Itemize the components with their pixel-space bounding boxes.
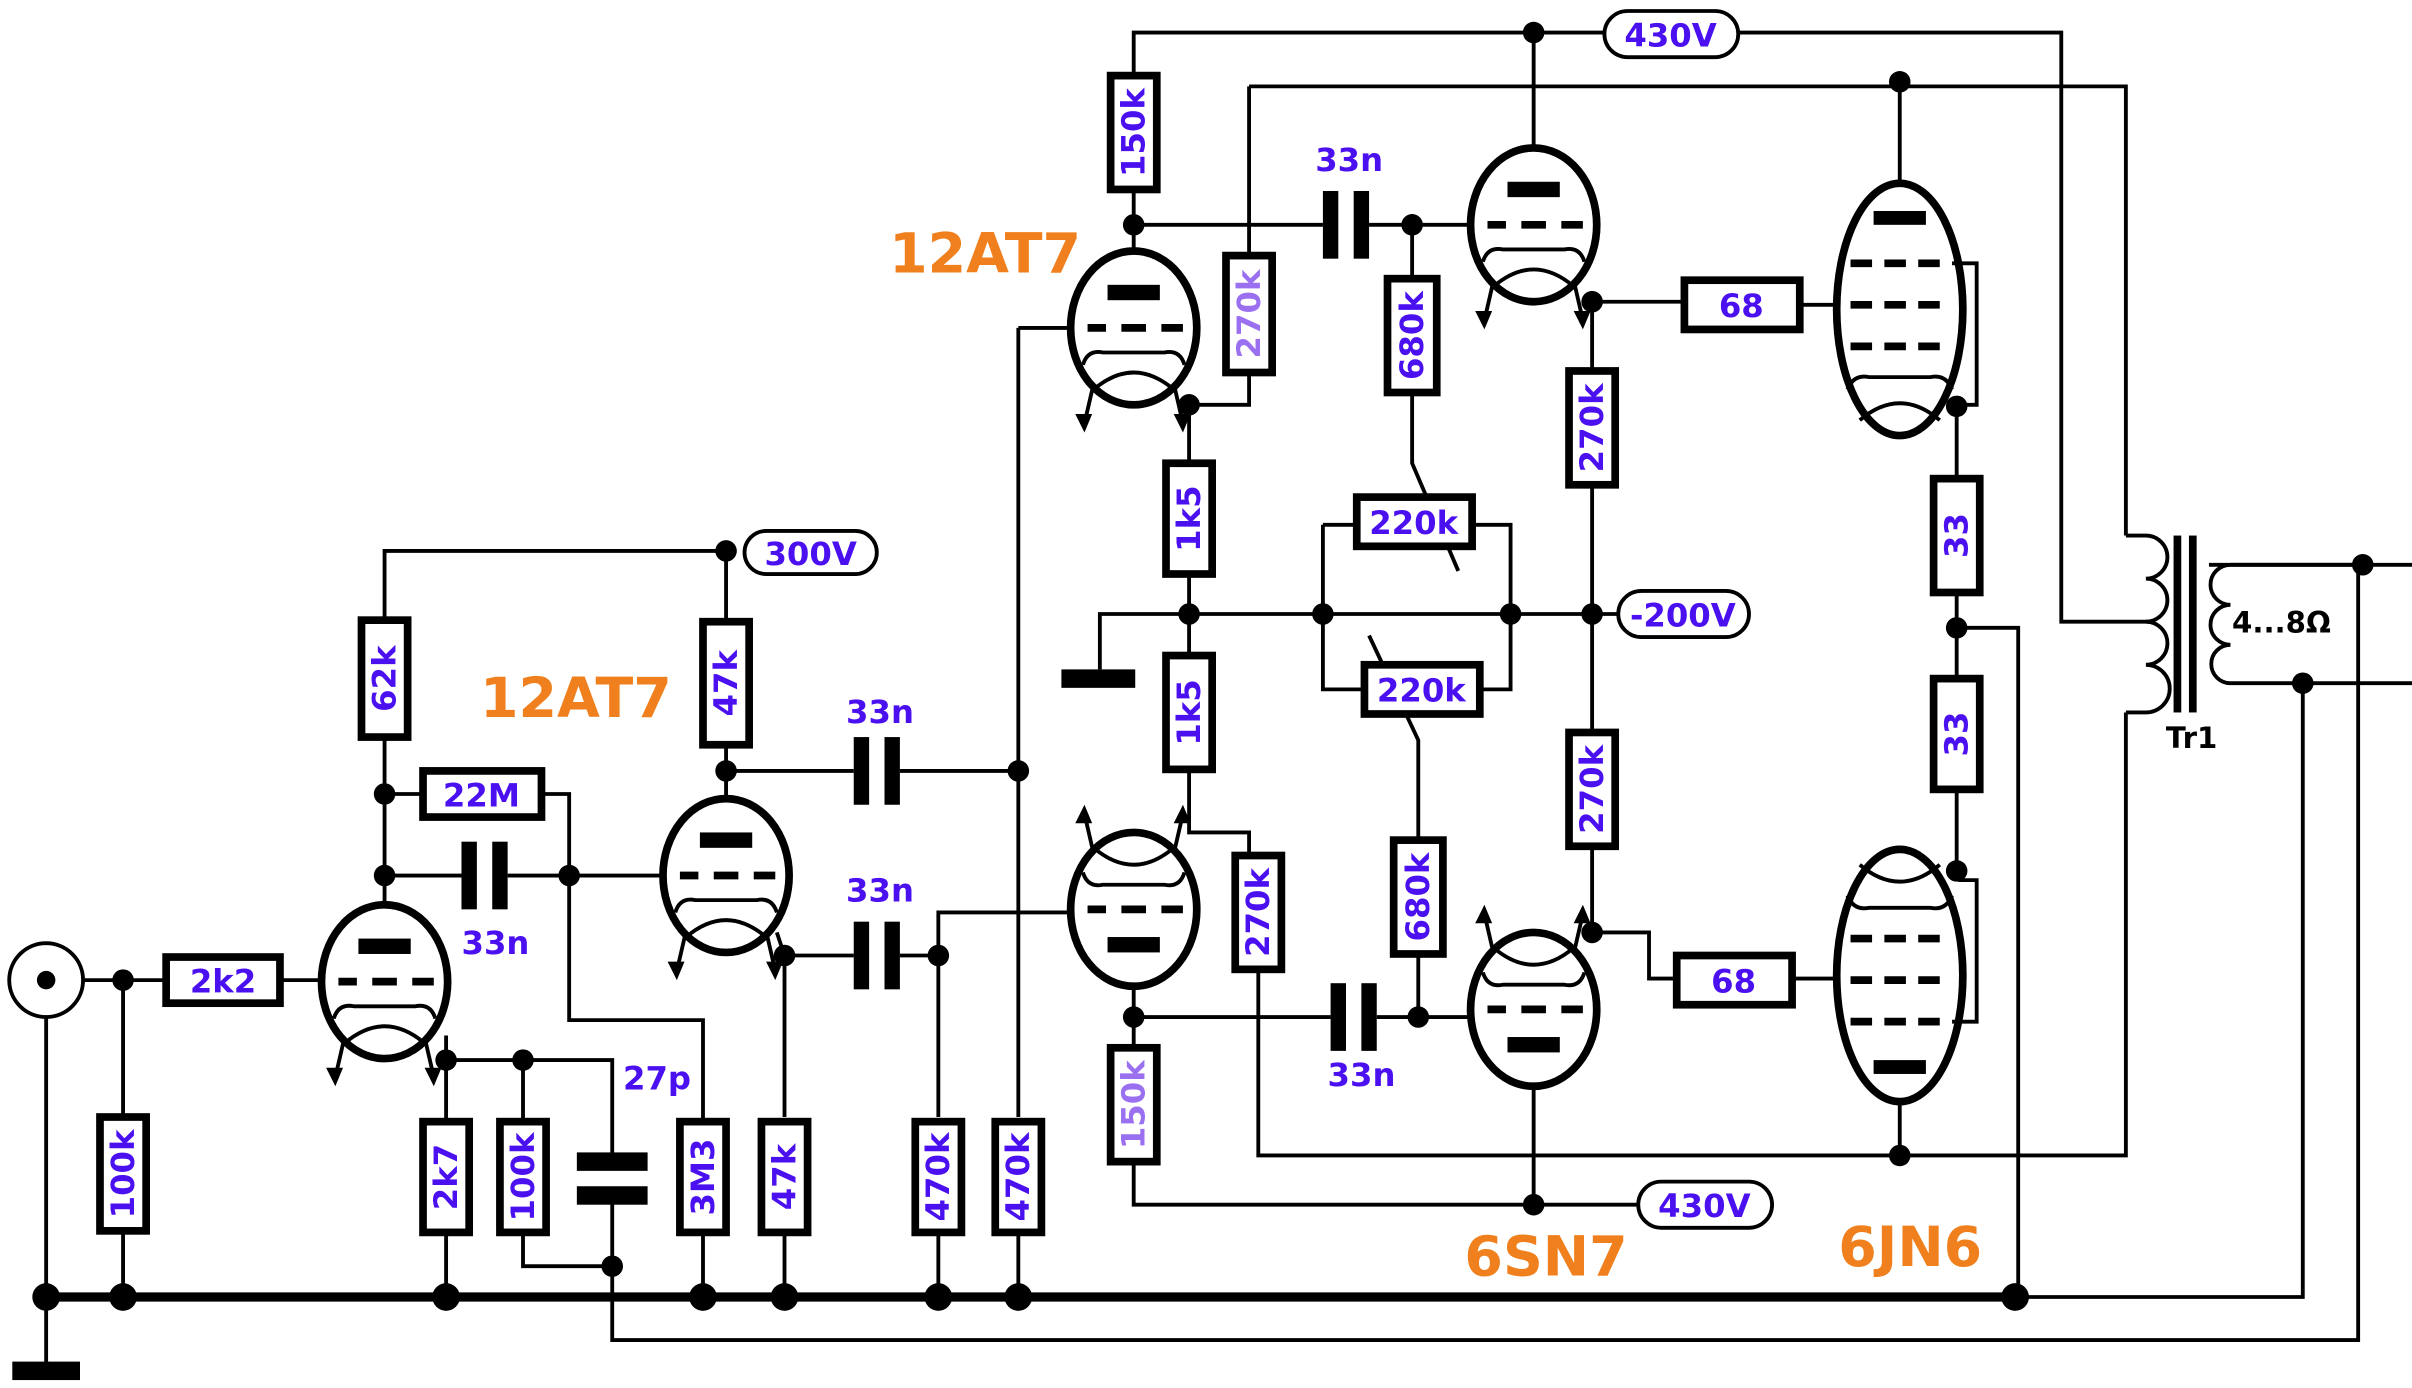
supply-300v: 300V xyxy=(742,529,879,576)
svg-text:430V: 430V xyxy=(1658,1187,1750,1225)
resistor-150k-top: 150k xyxy=(1106,71,1161,194)
svg-text:270k: 270k xyxy=(1230,268,1268,358)
resistor-100k-input: 100k xyxy=(96,1113,150,1235)
capacitor-33n-input: 33n xyxy=(461,841,529,962)
capacitor-27p: 27p xyxy=(576,1059,691,1205)
svg-text:1k5: 1k5 xyxy=(1170,485,1208,551)
capacitor-33n-upper-coupling: 33n xyxy=(846,693,914,805)
resistor-47k-cathode: 47k xyxy=(757,1117,812,1237)
resistor-220k-upper: 220k xyxy=(1352,493,1476,551)
resistor-62k: 62k xyxy=(357,616,412,741)
resistor-2k2: 2k2 xyxy=(162,953,284,1008)
svg-text:220k: 220k xyxy=(1377,672,1467,710)
svg-text:220k: 220k xyxy=(1369,504,1459,542)
resistor-1k5-upper: 1k5 xyxy=(1162,459,1216,578)
resistor-1k5-lower: 1k5 xyxy=(1162,651,1216,774)
capacitor-33n-driver-lower: 33n xyxy=(1328,983,1396,1094)
svg-text:33n: 33n xyxy=(1328,1056,1396,1094)
resistor-68-lower: 68 xyxy=(1672,951,1796,1009)
svg-text:150k: 150k xyxy=(1114,87,1152,177)
svg-text:33: 33 xyxy=(1937,712,1975,757)
resistor-22m: 22M xyxy=(419,767,546,821)
svg-text:33n: 33n xyxy=(846,693,914,731)
svg-text:33n: 33n xyxy=(1315,141,1383,179)
resistor-270k-driver-lower: 270k xyxy=(1565,728,1620,851)
resistor-2k7: 2k7 xyxy=(419,1117,474,1237)
tube-splitter-upper xyxy=(1071,251,1197,433)
resistor-47k-anode: 47k xyxy=(699,617,753,749)
resistor-680k-lower: 680k xyxy=(1389,836,1447,958)
supply-430v-top: 430V xyxy=(1602,9,1741,60)
svg-text:22M: 22M xyxy=(443,776,520,814)
svg-text:100k: 100k xyxy=(504,1131,542,1221)
ground-symbol xyxy=(12,1361,80,1381)
svg-text:680k: 680k xyxy=(1399,851,1437,941)
svg-text:150k: 150k xyxy=(1114,1059,1152,1149)
svg-text:470k: 470k xyxy=(919,1131,957,1221)
tube-splitter-lower xyxy=(1071,805,1197,987)
resistor-470k-b: 470k xyxy=(991,1117,1046,1237)
resistor-33-lower: 33 xyxy=(1929,674,1984,794)
tube-label: 6SN7 xyxy=(1464,1225,1627,1289)
tube-input-12at7 xyxy=(321,905,447,1087)
junctions xyxy=(32,21,2374,1311)
capacitor-33n-driver-upper: 33n xyxy=(1315,141,1383,259)
svg-text:2k2: 2k2 xyxy=(190,962,256,1000)
svg-text:680k: 680k xyxy=(1393,290,1431,380)
resistor-220k-lower: 220k xyxy=(1360,660,1484,718)
svg-text:300V: 300V xyxy=(764,535,856,573)
svg-text:68: 68 xyxy=(1719,287,1764,325)
svg-text:33: 33 xyxy=(1937,513,1975,558)
tube-label: 12AT7 xyxy=(889,223,1081,287)
supply-430v-bottom: 430V xyxy=(1636,1179,1775,1230)
supply-neg200v: -200V xyxy=(1616,589,1751,640)
svg-text:430V: 430V xyxy=(1624,16,1716,54)
svg-text:3M3: 3M3 xyxy=(684,1138,722,1215)
svg-text:62k: 62k xyxy=(365,644,403,712)
transformer-label: Tr1 xyxy=(2166,721,2217,755)
secondary-impedance-label: 4...8Ω xyxy=(2232,605,2331,639)
resistor-270k-lower-feedback: 270k xyxy=(1231,851,1286,974)
svg-text:2k7: 2k7 xyxy=(427,1144,465,1210)
svg-text:1k5: 1k5 xyxy=(1170,679,1208,745)
svg-text:47k: 47k xyxy=(707,649,745,717)
resistor-470k-a: 470k xyxy=(911,1117,966,1237)
svg-text:33n: 33n xyxy=(846,872,914,910)
svg-text:100k: 100k xyxy=(104,1128,142,1218)
svg-text:47k: 47k xyxy=(765,1142,803,1210)
tube-label: 6JN6 xyxy=(1838,1216,1982,1280)
svg-text:270k: 270k xyxy=(1573,743,1611,833)
tube-label: 12AT7 xyxy=(480,667,672,731)
tube-output-lower xyxy=(1837,849,1977,1101)
svg-text:68: 68 xyxy=(1711,962,1756,1000)
resistor-33-upper: 33 xyxy=(1929,474,1984,597)
resistor-270k-driver-upper: 270k xyxy=(1565,367,1620,489)
resistor-270k-upper-feedback: 270k xyxy=(1222,251,1276,377)
resistor-68-upper: 68 xyxy=(1680,276,1804,334)
resistor-100k-feedback: 100k xyxy=(496,1117,550,1237)
svg-text:33n: 33n xyxy=(461,924,529,962)
svg-text:270k: 270k xyxy=(1239,866,1277,956)
resistor-680k-upper: 680k xyxy=(1383,274,1441,397)
capacitor-33n-lower-coupling: 33n xyxy=(846,872,914,990)
resistor-150k-bottom: 150k xyxy=(1106,1043,1161,1166)
svg-text:27p: 27p xyxy=(623,1059,691,1097)
ground-symbol xyxy=(1061,669,1136,688)
tube-second-12at7 xyxy=(663,799,789,981)
tube-driver-upper xyxy=(1471,148,1597,330)
svg-text:-200V: -200V xyxy=(1630,596,1736,634)
tube-driver-lower xyxy=(1471,905,1597,1087)
resistor-3m3: 3M3 xyxy=(676,1117,730,1237)
input-jack[interactable] xyxy=(7,941,85,1019)
svg-text:470k: 470k xyxy=(999,1131,1037,1221)
svg-text:270k: 270k xyxy=(1573,382,1611,472)
output-transformer: 4...8Ω Tr1 xyxy=(2125,533,2363,755)
